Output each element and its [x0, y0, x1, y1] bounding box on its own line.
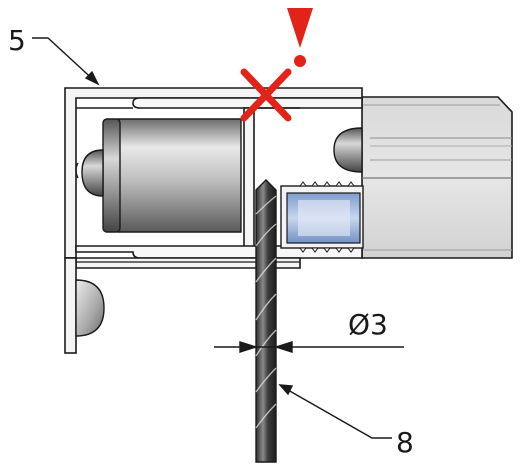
callout-label-8: 8	[396, 426, 414, 459]
callout-label-5: 5	[8, 24, 26, 57]
diameter-label: Ø3	[348, 308, 388, 341]
channel-frame	[64, 87, 363, 354]
callout-leader-8	[278, 384, 392, 439]
cylinder-roller	[75, 118, 242, 233]
profile-extrusion	[361, 96, 513, 259]
screw-head-lower	[75, 279, 105, 337]
arrowhead-left	[239, 341, 259, 353]
screw-head-upper	[333, 127, 363, 173]
warning-icon	[287, 8, 313, 67]
drill-bit	[255, 179, 277, 463]
arrowhead-right	[273, 341, 293, 353]
diameter-dimension	[214, 341, 404, 353]
callout-leader-5	[32, 37, 100, 86]
threaded-insert	[280, 181, 364, 253]
prohibited-x-mark	[240, 68, 292, 122]
